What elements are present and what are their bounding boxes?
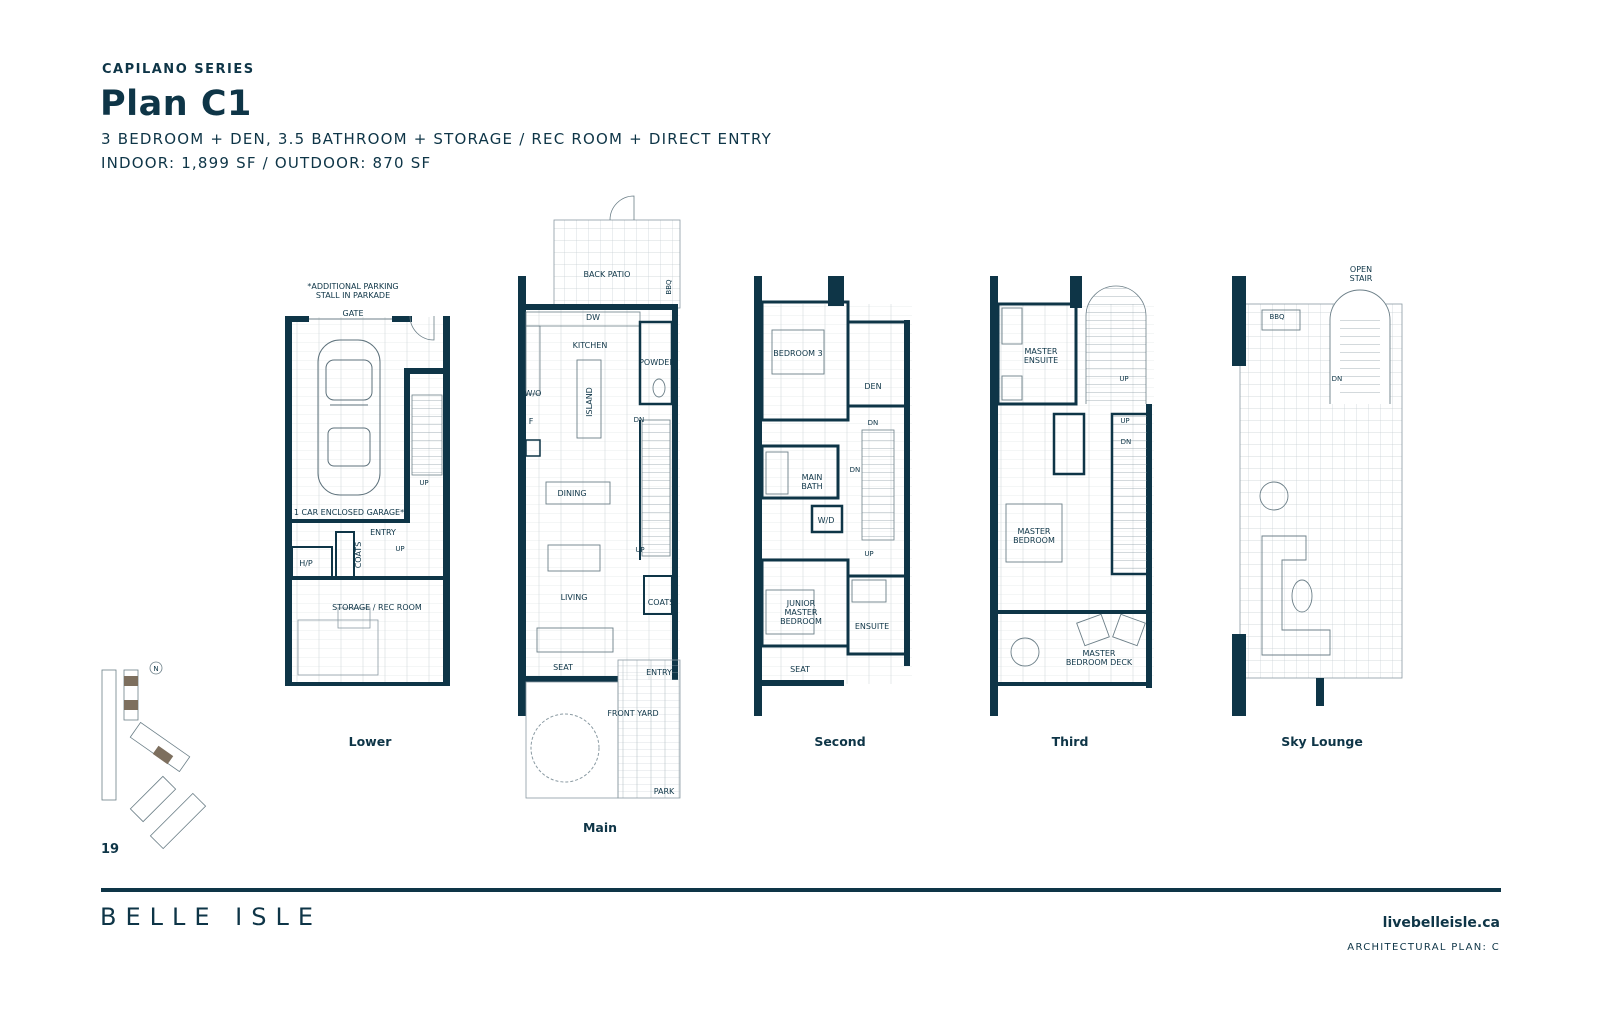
floor-label-lower: Lower	[348, 734, 392, 749]
third-master-ensuite-2: ENSUITE	[1024, 356, 1058, 365]
second-dn-1: DN	[868, 419, 879, 427]
main-dw: DW	[586, 313, 600, 322]
second-junior-3: BEDROOM	[780, 617, 822, 626]
second-den: DEN	[864, 382, 881, 391]
main-powder: POWDER	[639, 358, 675, 367]
floor-label-sky-lounge: Sky Lounge	[1281, 734, 1363, 749]
second-main-bath-2: BATH	[801, 482, 822, 491]
lower-parking-note: *ADDITIONAL PARKING	[307, 282, 398, 291]
floor-second: BEDROOM 3 DEN DN MAIN BATH DN W/D UP JUN…	[754, 276, 912, 716]
third-deck-2: BEDROOM DECK	[1066, 658, 1133, 667]
main-f: F	[529, 417, 534, 426]
sky-bbq: BBQ	[1269, 313, 1285, 321]
main-front-yard: FRONT YARD	[607, 709, 658, 718]
floor-label-main: Main	[582, 820, 618, 835]
plan-description: 3 BEDROOM + DEN, 3.5 BATHROOM + STORAGE …	[101, 130, 773, 148]
second-wd: W/D	[818, 516, 835, 525]
floor-sky-lounge: OPEN STAIR BBQ DN	[1232, 265, 1403, 716]
floor-third: MASTER ENSUITE UP UP DN MASTER BEDROOM M…	[990, 276, 1154, 716]
third-deck: MASTER	[1083, 649, 1116, 658]
main-living: LIVING	[561, 593, 588, 602]
third-dn: DN	[1121, 438, 1132, 446]
series-title: CAPILANO SERIES	[102, 62, 255, 77]
second-seat: SEAT	[790, 665, 810, 674]
key-plan: N	[101, 661, 207, 850]
page-number: 19	[101, 842, 120, 857]
sky-dn: DN	[1332, 375, 1343, 383]
architectural-plan-label: ARCHITECTURAL PLAN: C	[1347, 942, 1500, 953]
main-park: PARK	[654, 787, 675, 796]
main-island: ISLAND	[585, 387, 594, 417]
main-up: UP	[635, 546, 644, 554]
main-entry: ENTRY	[646, 668, 672, 677]
main-seat: SEAT	[553, 663, 573, 672]
second-junior-1: JUNIOR	[786, 599, 816, 608]
floor-main: BACK PATIO BBQ DW KITCHEN POWDER W/O ISL…	[518, 195, 681, 799]
footer-divider	[101, 888, 1501, 892]
plan-title: Plan C1	[100, 84, 252, 124]
main-kitchen: KITCHEN	[573, 341, 608, 350]
second-bedroom-3: BEDROOM 3	[773, 349, 822, 358]
plan-area: INDOOR: 1,899 SF / OUTDOOR: 870 SF	[101, 154, 432, 172]
third-master-bedroom-2: BEDROOM	[1013, 536, 1055, 545]
lower-hp: H/P	[299, 559, 313, 568]
main-bbq: BBQ	[665, 279, 673, 295]
car-outline	[317, 339, 381, 496]
lower-up-2: UP	[395, 545, 404, 553]
main-dining: DINING	[557, 489, 586, 498]
website-link[interactable]: livebelleisle.ca	[1382, 915, 1500, 931]
sky-open-stair: OPEN	[1350, 265, 1372, 274]
north-arrow-icon: N	[153, 665, 158, 673]
main-back-patio: BACK PATIO	[584, 270, 631, 279]
second-dn-2: DN	[850, 466, 861, 474]
floor-label-second: Second	[814, 734, 866, 749]
third-up-2: UP	[1120, 417, 1129, 425]
floor-lower: *ADDITIONAL PARKING STALL IN PARKADE GAT…	[285, 282, 450, 686]
main-dn: DN	[634, 416, 645, 424]
floor-label-third: Third	[1051, 734, 1089, 749]
lower-entry: ENTRY	[370, 528, 396, 537]
lower-garage: 1 CAR ENCLOSED GARAGE*	[294, 508, 404, 517]
second-up: UP	[864, 550, 873, 558]
lower-parking-note-2: STALL IN PARKADE	[316, 291, 390, 300]
lower-up-1: UP	[419, 479, 428, 487]
second-main-bath: MAIN	[802, 473, 823, 482]
main-wo: W/O	[525, 389, 542, 398]
third-master-bedroom: MASTER	[1018, 527, 1051, 536]
lower-coats: COATS	[354, 542, 363, 569]
third-up-1: UP	[1119, 375, 1128, 383]
brand-logo: BELLE ISLE	[100, 903, 323, 931]
second-junior-2: MASTER	[785, 608, 818, 617]
third-master-ensuite: MASTER	[1025, 347, 1058, 356]
sky-open-stair-2: STAIR	[1350, 274, 1373, 283]
second-ensuite: ENSUITE	[855, 622, 889, 631]
main-coats: COATS	[648, 598, 675, 607]
lower-storage: STORAGE / REC ROOM	[332, 603, 422, 612]
lower-gate: GATE	[343, 309, 364, 318]
